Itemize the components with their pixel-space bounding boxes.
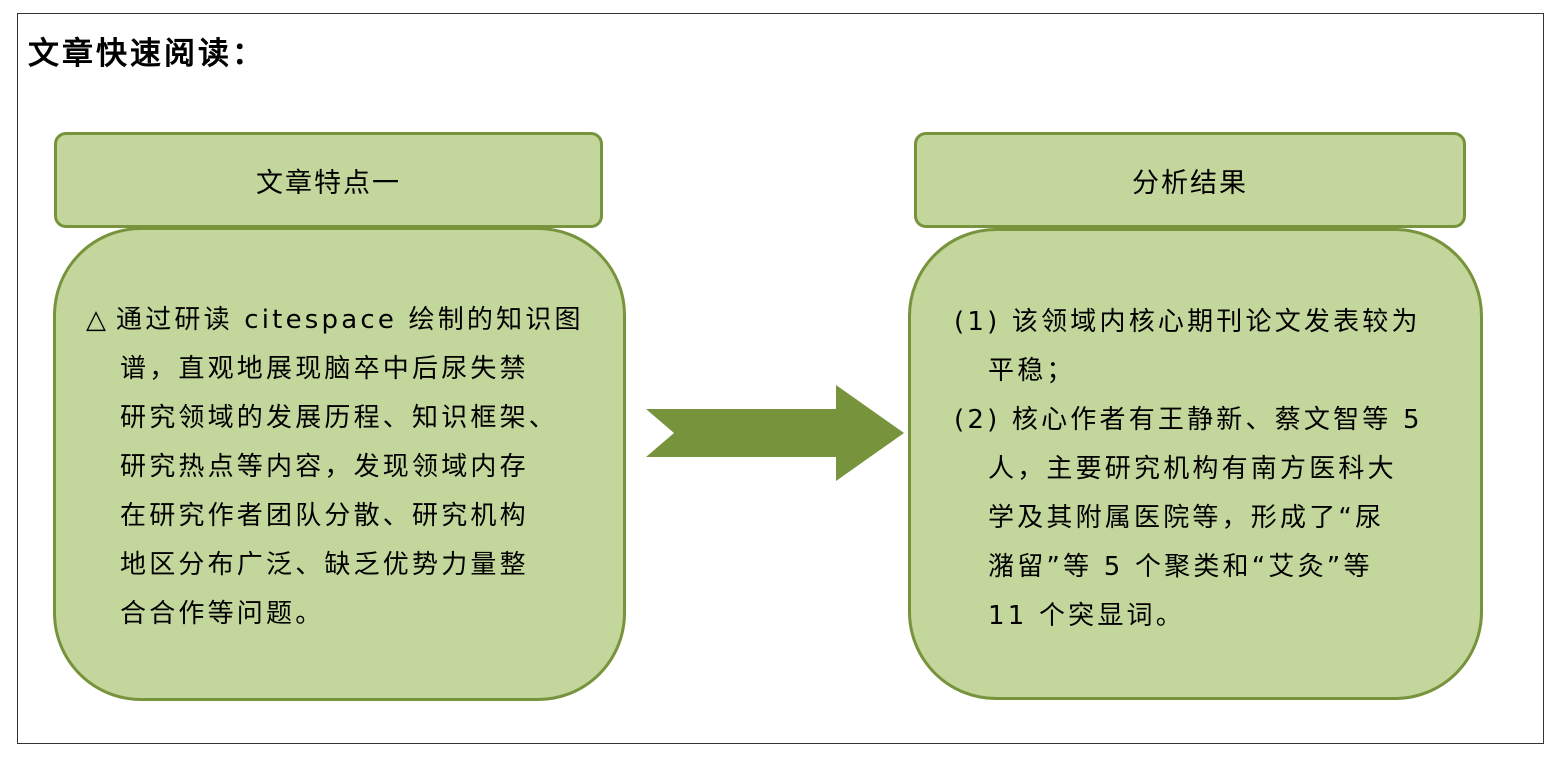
page-title: 文章快速阅读： xyxy=(28,36,266,72)
result-line: 人，主要研究机构有南方医科大 xyxy=(988,454,1397,484)
feature-line: 地区分布广泛、缺乏优势力量整 xyxy=(120,550,529,580)
result-line: (2) 核心作者有王静新、蔡文智等 5 xyxy=(954,405,1423,435)
diagram-frame xyxy=(17,13,1544,744)
triangle-icon: △ xyxy=(86,305,110,335)
article-feature-text: △通过研读 citespace 绘制的知识图 谱，直观地展现脑卒中后尿失禁 研究… xyxy=(86,296,584,639)
feature-line: 研究领域的发展历程、知识框架、 xyxy=(120,403,559,433)
feature-line: 研究热点等内容，发现领域内存 xyxy=(120,452,529,482)
right-arrow-shape xyxy=(646,385,904,481)
header-analysis-result-label: 分析结果 xyxy=(1132,167,1248,199)
result-line: 潴留”等 5 个聚类和“艾灸”等 xyxy=(988,552,1373,582)
header-article-feature: 文章特点一 xyxy=(54,132,603,228)
analysis-result-text: (1) 该领域内核心期刊论文发表较为 平稳； (2) 核心作者有王静新、蔡文智等… xyxy=(954,298,1423,641)
feature-line: △通过研读 citespace 绘制的知识图 xyxy=(86,296,584,345)
feature-line: 在研究作者团队分散、研究机构 xyxy=(120,501,529,531)
header-analysis-result: 分析结果 xyxy=(914,132,1466,228)
result-line: 平稳； xyxy=(988,356,1076,386)
result-line: (1) 该领域内核心期刊论文发表较为 xyxy=(954,307,1421,337)
right-arrow-icon xyxy=(646,385,904,481)
body-analysis-result xyxy=(908,228,1483,700)
feature-line: 合合作等问题。 xyxy=(120,599,325,629)
feature-line: 谱，直观地展现脑卒中后尿失禁 xyxy=(120,354,529,384)
result-line: 学及其附属医院等，形成了“尿 xyxy=(988,503,1385,533)
body-article-feature xyxy=(53,227,626,701)
result-line: 11 个突显词。 xyxy=(988,601,1185,631)
header-article-feature-label: 文章特点一 xyxy=(256,167,401,199)
